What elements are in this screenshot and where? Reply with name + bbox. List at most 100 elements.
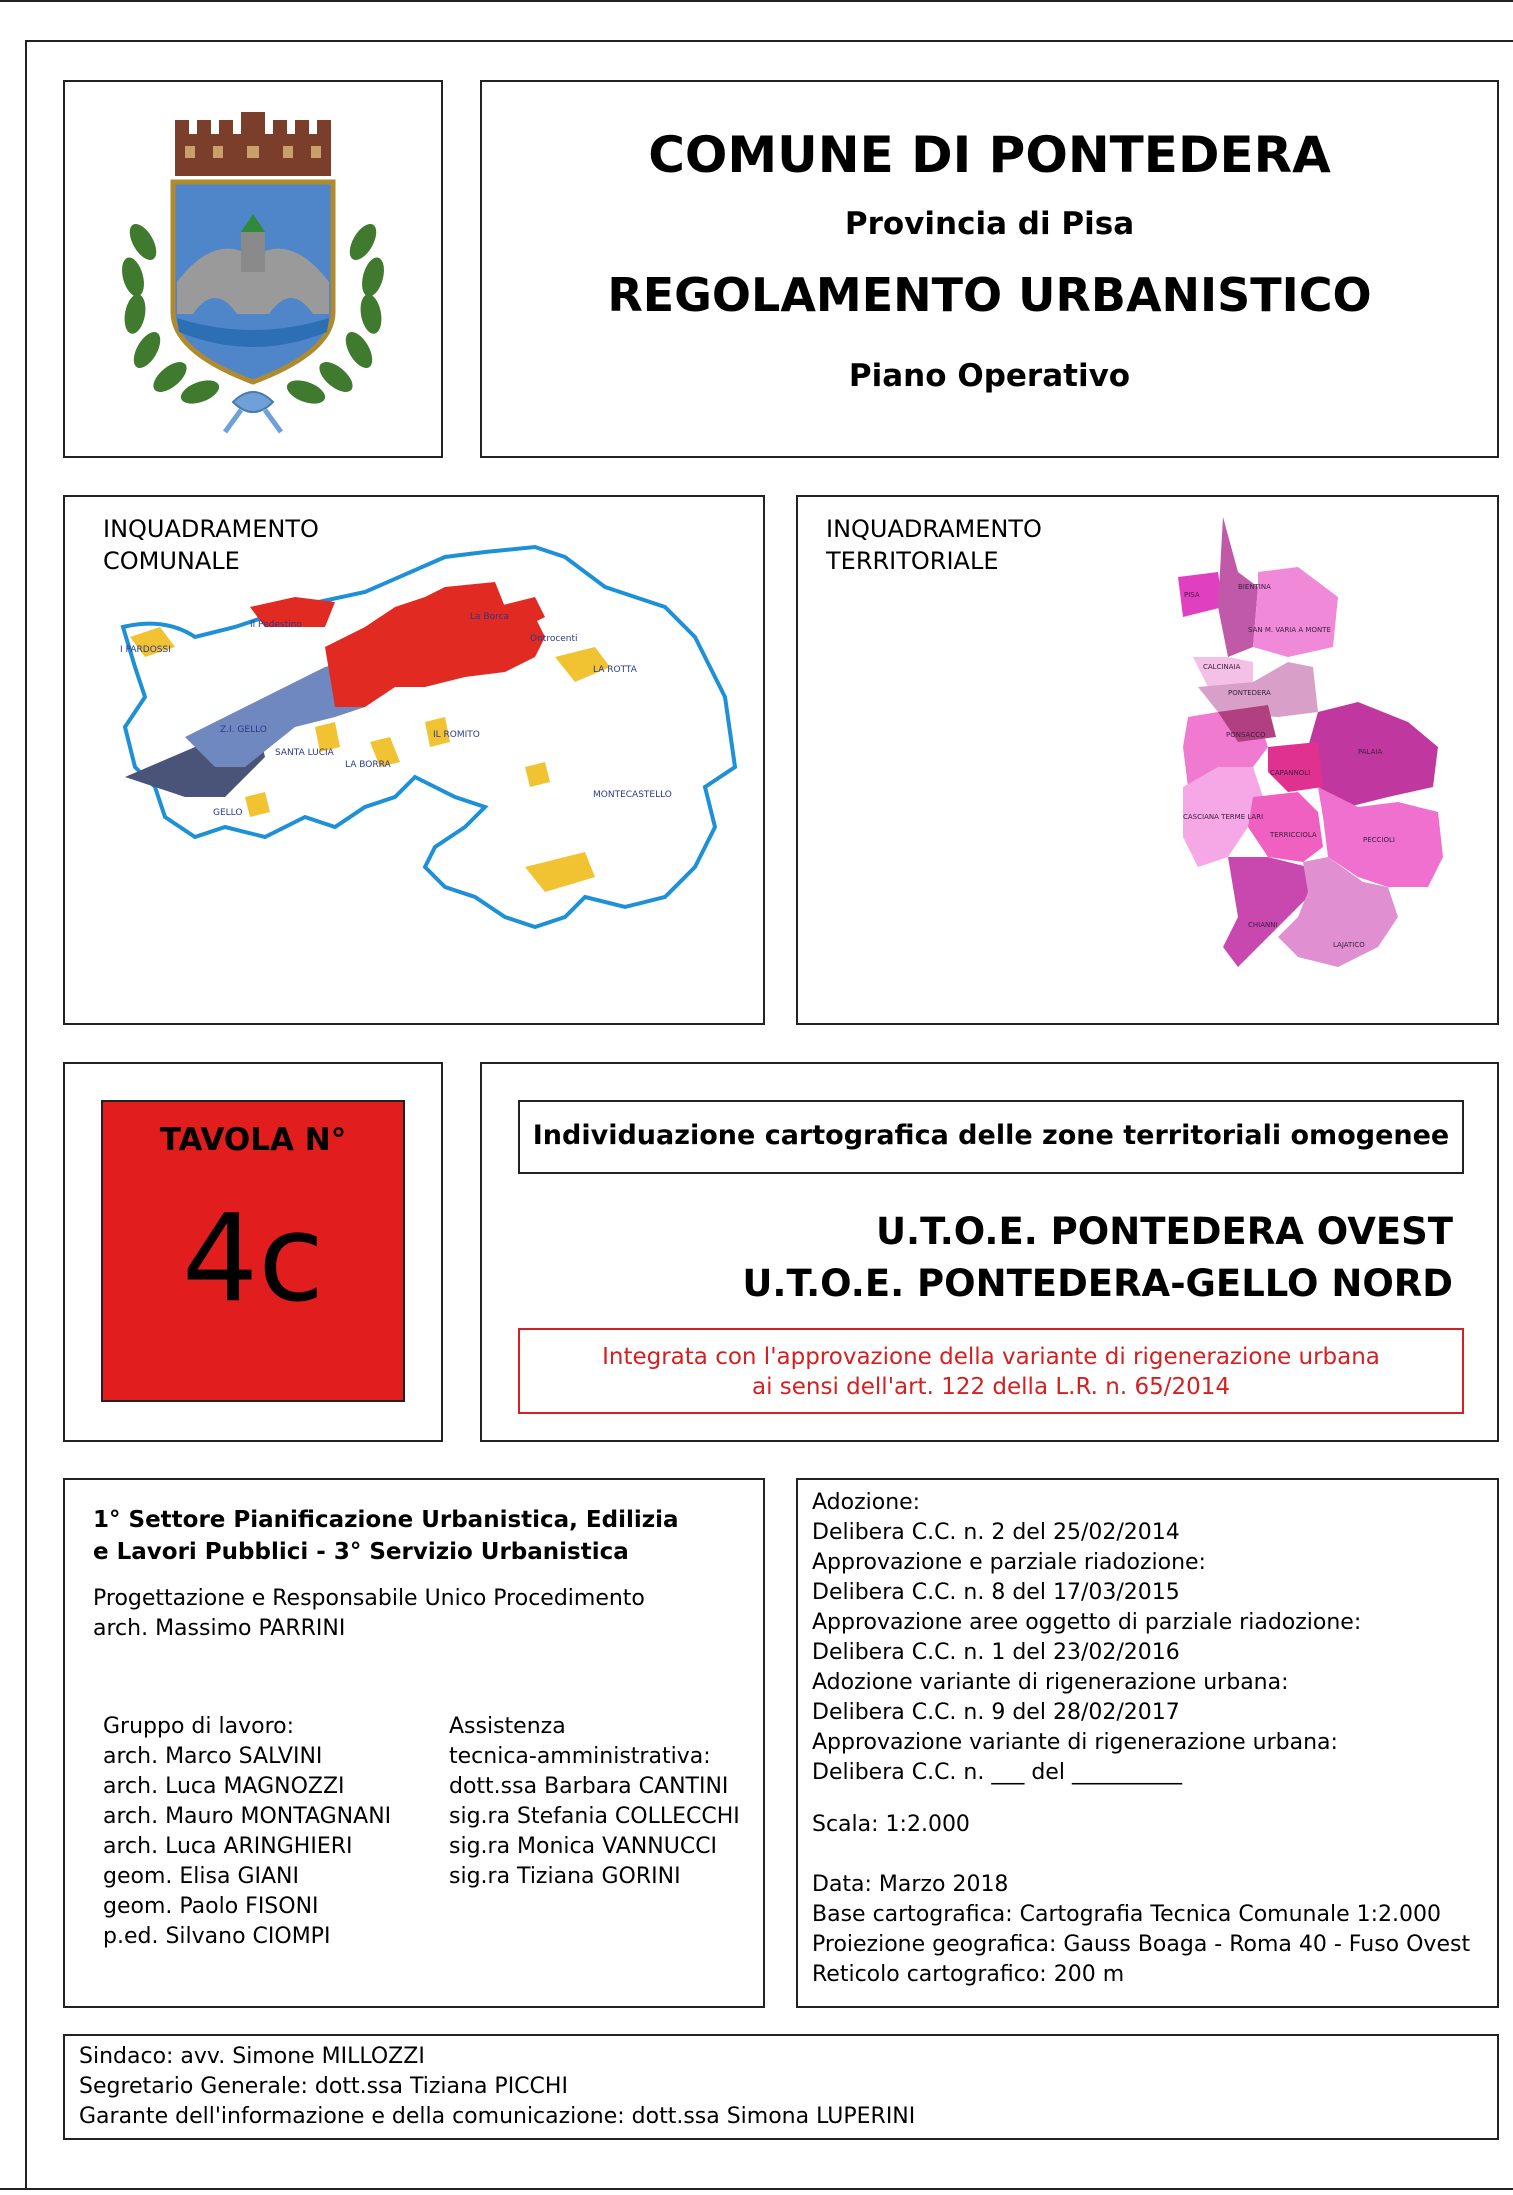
coat-of-arms-panel [63, 80, 443, 458]
comunale-map-label: I PARDOSSI [120, 645, 171, 655]
comunale-map-label: Il Pedestino [250, 620, 302, 630]
integration-box: Integrata con l'approvazione della varia… [518, 1328, 1464, 1414]
tavola-badge: TAVOLA N° 4c [101, 1100, 405, 1402]
scala-text: Scala: 1:2.000 [812, 1812, 970, 1837]
subject-text: Individuazione cartografica delle zone t… [532, 1120, 1450, 1151]
data-line: Reticolo cartografico: 200 m [812, 1962, 1125, 1987]
assistenza-line: Assistenza [449, 1714, 566, 1739]
territoriale-map-label: TERRICCIOLA [1269, 831, 1317, 839]
comunale-map-label: SANTA LUCIA [275, 748, 335, 758]
assistenza-line: sig.ra Stefania COLLECCHI [449, 1804, 740, 1829]
territoriale-map-label: PONSACCO [1226, 731, 1266, 739]
iter-line: Delibera C.C. n. 1 del 23/02/2016 [812, 1640, 1180, 1665]
gruppo-line: arch. Mauro MONTAGNANI [103, 1804, 392, 1829]
integration-line: Integrata con l'approvazione della varia… [602, 1344, 1380, 1370]
integration-text: Integrata con l'approvazione della varia… [520, 1342, 1462, 1402]
integration-line: ai sensi dell'art. 122 della L.R. n. 65/… [751, 1374, 1231, 1400]
utoe-title-2: U.T.O.E. PONTEDERA-GELLO NORD [742, 1262, 1453, 1305]
territoriale-map-label: CASCIANA TERME LARI [1183, 813, 1263, 821]
territoriale-map-label: SAN M. VARIA A MONTE [1248, 626, 1331, 634]
territoriale-map: PISA BIENTINA SAN M. VARIA A MONTE CALCI… [1178, 517, 1443, 967]
comunale-map: I PARDOSSI Il Pedestino La Borca Ontroce… [120, 544, 738, 930]
comunale-map-label: La Borca [470, 612, 509, 622]
territoriale-map-label: PONTEDERA [1228, 689, 1271, 697]
title-line: TERRITORIALE [826, 547, 999, 575]
gruppo-line: arch. Luca ARINGHIERI [103, 1834, 353, 1859]
gruppo-line: arch. Luca MAGNOZZI [103, 1774, 345, 1799]
sindaco-line: Sindaco: avv. Simone MILLOZZI [79, 2044, 425, 2069]
iter-line: Approvazione aree oggetto di parziale ri… [812, 1610, 1362, 1635]
comune-title: COMUNE DI PONTEDERA [648, 126, 1331, 184]
territoriale-map-label: CAPANNOLI [1270, 769, 1310, 777]
responsabile-line: Progettazione e Responsabile Unico Proce… [93, 1586, 645, 1611]
territoriale-map-label: BIENTINA [1238, 583, 1271, 591]
assistenza-line: tecnica-amministrativa: [449, 1744, 711, 1769]
footer-panel: Sindaco: avv. Simone MILLOZZI Segretario… [63, 2034, 1499, 2140]
page-bottom-rule [0, 2188, 1513, 2190]
iter-line: Approvazione variante di rigenerazione u… [812, 1730, 1338, 1755]
comunale-map-label: Ontrocenti [530, 634, 578, 644]
subject-box: Individuazione cartografica delle zone t… [518, 1100, 1464, 1174]
settore-title-line: e Lavori Pubblici - 3° Servizio Urbanist… [93, 1539, 629, 1565]
iter-line: Adozione: [812, 1490, 921, 1515]
responsabile-block: Progettazione e Responsabile Unico Proce… [93, 1584, 645, 1644]
utoe-title-1: U.T.O.E. PONTEDERA OVEST [876, 1210, 1453, 1253]
assistenza-line: sig.ra Monica VANNUCCI [449, 1834, 718, 1859]
page-outer-border [0, 0, 1513, 2]
inquadramento-comunale-title: INQUADRAMENTO COMUNALE [103, 513, 319, 577]
gruppo-line: geom. Elisa GIANI [103, 1864, 299, 1889]
provincia-subtitle: Provincia di Pisa [844, 206, 1135, 242]
settore-panel: 1° Settore Pianificazione Urbanistica, E… [63, 1478, 765, 2008]
comunale-map-label: IL ROMITO [433, 730, 480, 740]
regolamento-title: REGOLAMENTO URBANISTICO [607, 268, 1372, 322]
title-line: INQUADRAMENTO [826, 515, 1042, 543]
piano-subtitle: Piano Operativo [848, 358, 1131, 394]
tavola-number: 4c [181, 1190, 325, 1329]
data-line: Base cartografica: Cartografia Tecnica C… [812, 1902, 1442, 1927]
territoriale-map-label: CHIANNI [1248, 921, 1278, 929]
territoriale-map-label: PALAIA [1358, 748, 1382, 756]
assistenza-list: Assistenza tecnica-amministrativa: dott.… [449, 1712, 740, 1892]
comunale-map-label: GELLO [213, 808, 242, 818]
iter-line: Approvazione e parziale riadozione: [812, 1550, 1206, 1575]
iter-line: Adozione variante di rigenerazione urban… [812, 1670, 1289, 1695]
iter-line: Delibera C.C. n. 9 del 28/02/2017 [812, 1700, 1180, 1725]
footer-list: Sindaco: avv. Simone MILLOZZI Segretario… [79, 2042, 915, 2132]
settore-title-line: 1° Settore Pianificazione Urbanistica, E… [93, 1507, 679, 1533]
description-panel: Individuazione cartografica delle zone t… [480, 1062, 1499, 1442]
gruppo-line: arch. Marco SALVINI [103, 1744, 323, 1769]
assistenza-line: sig.ra Tiziana GORINI [449, 1864, 681, 1889]
iter-panel: Adozione: Delibera C.C. n. 2 del 25/02/2… [796, 1478, 1499, 2008]
header-panel: COMUNE DI PONTEDERA Provincia di Pisa RE… [480, 80, 1499, 458]
territoriale-map-label: LAJATICO [1333, 941, 1365, 949]
data-line: Proiezione geografica: Gauss Boaga - Rom… [812, 1932, 1471, 1957]
gruppo-line: Gruppo di lavoro: [103, 1714, 294, 1739]
title-line: INQUADRAMENTO [103, 515, 319, 543]
responsabile-line: arch. Massimo PARRINI [93, 1616, 346, 1641]
comunale-map-label: LA ROTTA [593, 665, 638, 675]
tavola-label: TAVOLA N° [159, 1122, 347, 1158]
inquadramento-territoriale-panel: INQUADRAMENTO TERRITORIALE PISA BIENTINA… [796, 495, 1499, 1025]
iter-line: Delibera C.C. n. ___ del __________ [812, 1760, 1182, 1785]
segretario-line: Segretario Generale: dott.ssa Tiziana PI… [79, 2074, 568, 2099]
data-line: Data: Marzo 2018 [812, 1872, 1009, 1897]
assistenza-line: dott.ssa Barbara CANTINI [449, 1774, 729, 1799]
gruppo-line: geom. Paolo FISONI [103, 1894, 319, 1919]
territoriale-map-label: PISA [1184, 591, 1200, 599]
inquadramento-territoriale-title: INQUADRAMENTO TERRITORIALE [826, 513, 1042, 577]
iter-line: Delibera C.C. n. 8 del 17/03/2015 [812, 1580, 1180, 1605]
garante-line: Garante dell'informazione e della comuni… [79, 2104, 916, 2129]
territoriale-map-label: PECCIOLI [1363, 836, 1395, 844]
territoriale-map-label: CALCINAIA [1203, 663, 1241, 671]
inquadramento-comunale-panel: INQUADRAMENTO COMUNALE I PARDOSSI Il Ped… [63, 495, 765, 1025]
gruppo-line: p.ed. Silvano CIOMPI [103, 1924, 331, 1949]
iter-list: Adozione: Delibera C.C. n. 2 del 25/02/2… [812, 1488, 1361, 1788]
gruppo-di-lavoro-list: Gruppo di lavoro: arch. Marco SALVINI ar… [103, 1712, 391, 1952]
tavola-panel: TAVOLA N° 4c [63, 1062, 443, 1442]
coat-of-arms-image [122, 112, 384, 434]
comunale-map-label: Z.I. GELLO [220, 725, 267, 735]
iter-line: Delibera C.C. n. 2 del 25/02/2014 [812, 1520, 1180, 1545]
comunale-map-label: LA BORRA [345, 760, 391, 770]
settore-title: 1° Settore Pianificazione Urbanistica, E… [93, 1504, 679, 1568]
data-list: Data: Marzo 2018 Base cartografica: Cart… [812, 1870, 1470, 1990]
